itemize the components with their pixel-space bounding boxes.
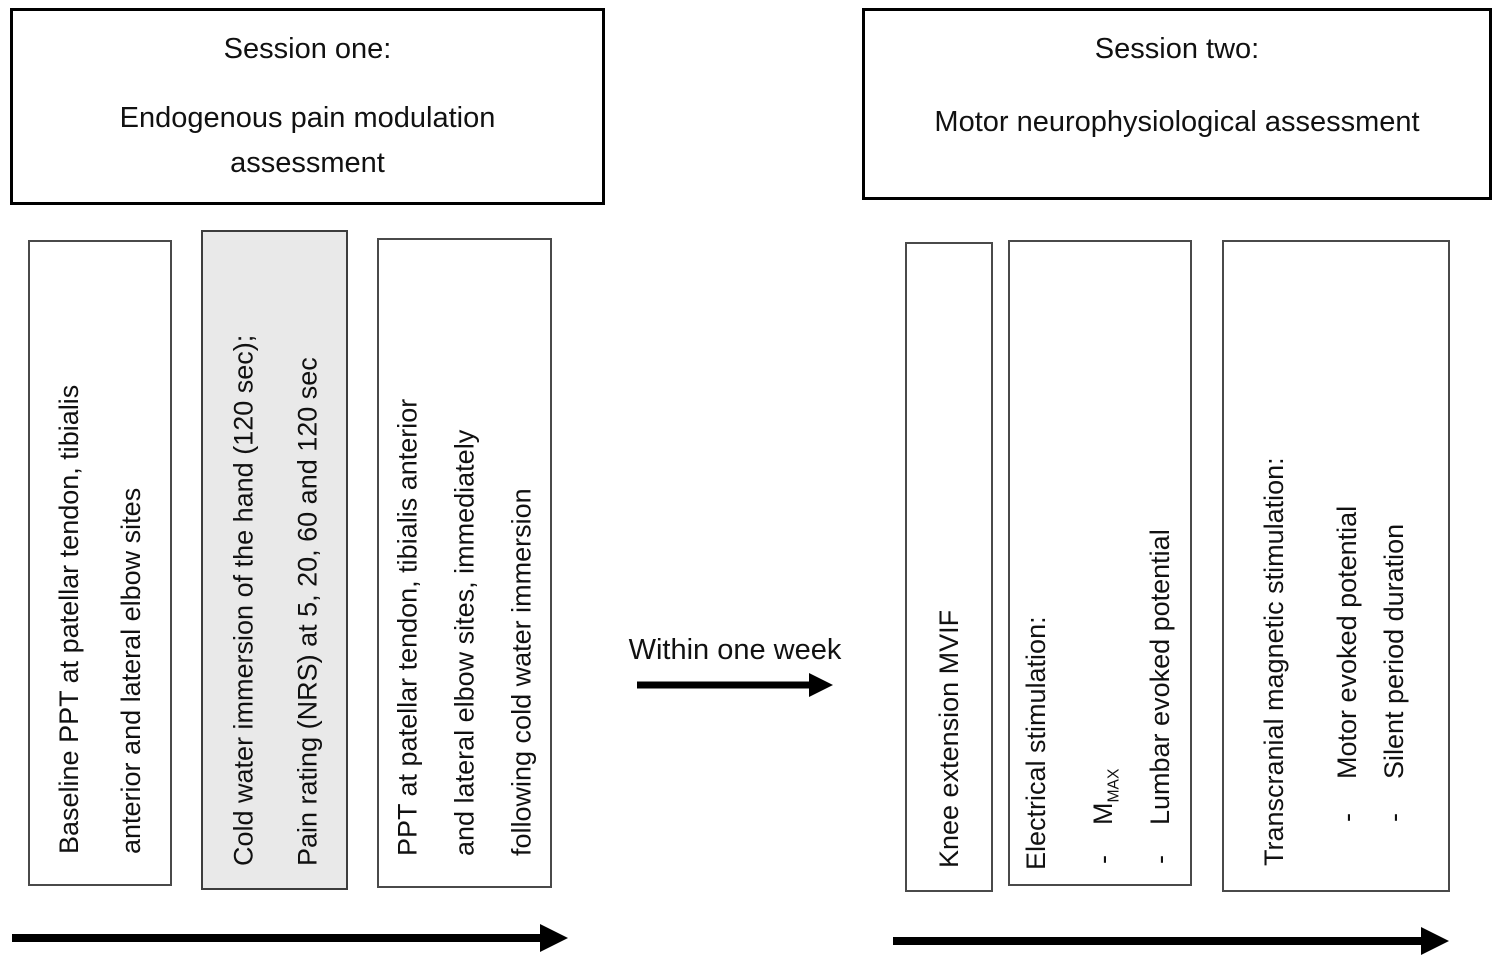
- arrow-shaft: [12, 934, 546, 942]
- bullet-item-silent-period-duration: - Silent period duration: [1371, 242, 1418, 890]
- step-box-knee-extension-mvif: Knee extension MVIF: [905, 242, 993, 892]
- step-box-transcranial-magnetic-stimulation: Transcranial magnetic stimulation: - Mot…: [1222, 240, 1450, 892]
- timeline-arrow-session-two: [893, 926, 1449, 956]
- session-two-subtitle: Motor neurophysiological assessment: [934, 106, 1420, 138]
- rotated-text-block: Cold water immersion of the hand (120 se…: [203, 232, 346, 888]
- bullet-dash: -: [1087, 855, 1118, 864]
- step-heading: Electrical stimulation:: [1020, 616, 1051, 870]
- step-box-post-immersion-ppt: PPT at patellar tendon, tibialis anterio…: [377, 238, 552, 888]
- session-one-header-box: Session one: Endogenous pain modulation …: [10, 8, 605, 205]
- step-heading: Transcranial magnetic stimulation:: [1259, 457, 1289, 866]
- session-one-title: Session one:: [223, 33, 392, 65]
- step-box-cold-water-immersion: Cold water immersion of the hand (120 se…: [201, 230, 348, 890]
- rotated-text-block: Baseline PPT at patellar tendon, tibiali…: [30, 242, 170, 884]
- bullet-text: MMAX: [1080, 769, 1137, 825]
- rotated-text-block: Knee extension MVIF: [907, 244, 991, 890]
- bullet-item-motor-evoked-potential: - Motor evoked potential: [1324, 242, 1371, 890]
- bullet-text: Lumbar evoked potential: [1145, 529, 1176, 825]
- rotated-text-block: Transcranial magnetic stimulation: - Mot…: [1224, 242, 1448, 890]
- arrow-head-icon: [1421, 927, 1449, 955]
- step-line: and lateral elbow sites, immediately: [449, 429, 479, 856]
- within-one-week-label: Within one week: [628, 634, 842, 666]
- session-two-header-box: Session two: Motor neurophysiological as…: [862, 8, 1492, 200]
- bullet-item-mmax: - MMAX: [1080, 242, 1137, 884]
- bullet-dash: -: [1145, 855, 1176, 864]
- mmax-main: M: [1087, 802, 1118, 826]
- step-box-electrical-stimulation: Electrical stimulation: - MMAX - Lumbar …: [1008, 240, 1192, 886]
- session-one-subtitle: Endogenous pain modulation assessment: [119, 102, 496, 179]
- step-line: Knee extension MVIF: [934, 609, 964, 868]
- bullet-text: Silent period duration: [1379, 523, 1409, 779]
- step-line: Cold water immersion of the hand (120 se…: [227, 334, 258, 866]
- arrow-shaft: [893, 937, 1427, 945]
- bullet-dash: -: [1379, 813, 1409, 822]
- rotated-text-block: Electrical stimulation: - MMAX - Lumbar …: [1010, 242, 1190, 884]
- timeline-arrow-session-one: [12, 923, 568, 953]
- step-line: PPT at patellar tendon, tibialis anterio…: [392, 398, 422, 856]
- transition-arrow: [637, 672, 833, 698]
- mmax-subscript: MAX: [1105, 768, 1123, 803]
- bullet-text: Motor evoked potential: [1332, 505, 1362, 779]
- arrow-shaft: [637, 681, 813, 689]
- session-two-title: Session two:: [1094, 33, 1260, 65]
- step-line: Baseline PPT at patellar tendon, tibiali…: [54, 384, 84, 854]
- step-line: anterior and lateral elbow sites: [116, 487, 146, 854]
- arrow-head-icon: [540, 924, 568, 952]
- step-line: following cold water immersion: [506, 488, 536, 856]
- step-line: Pain rating (NRS) at 5, 20, 60 and 120 s…: [291, 357, 322, 866]
- arrow-head-icon: [809, 673, 833, 697]
- bullet-item-lumbar-evoked-potential: - Lumbar evoked potential: [1137, 242, 1184, 884]
- rotated-text-block: PPT at patellar tendon, tibialis anterio…: [379, 240, 550, 886]
- bullet-dash: -: [1332, 813, 1362, 822]
- step-box-baseline-ppt: Baseline PPT at patellar tendon, tibiali…: [28, 240, 172, 886]
